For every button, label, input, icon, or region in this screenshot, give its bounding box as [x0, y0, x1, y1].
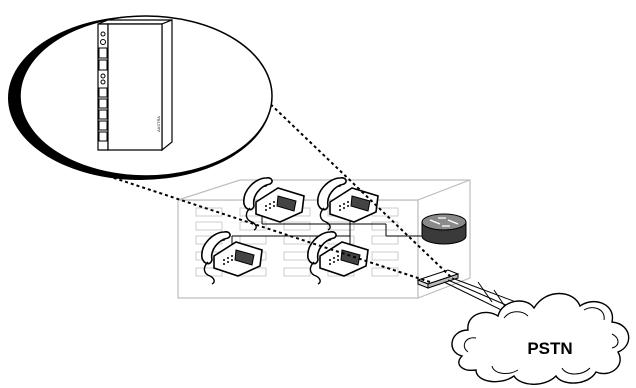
cloud-inner-lines	[463, 307, 619, 375]
gateway-device-zoom: AASTRA	[97, 19, 173, 152]
callout-lines	[107, 95, 453, 283]
device-ports	[98, 31, 108, 142]
callout-line-lower	[107, 175, 431, 283]
router-icon	[421, 213, 467, 245]
pstn-cloud	[451, 292, 630, 385]
device-side	[161, 19, 173, 152]
gateway-device-icon	[416, 269, 460, 289]
cloud-icon: PSTN	[451, 292, 630, 385]
device-vendor-mark: AASTRA	[156, 116, 161, 132]
pstn-label: PSTN	[527, 339, 572, 358]
device-face	[107, 23, 163, 151]
callout-line-upper	[261, 95, 453, 279]
